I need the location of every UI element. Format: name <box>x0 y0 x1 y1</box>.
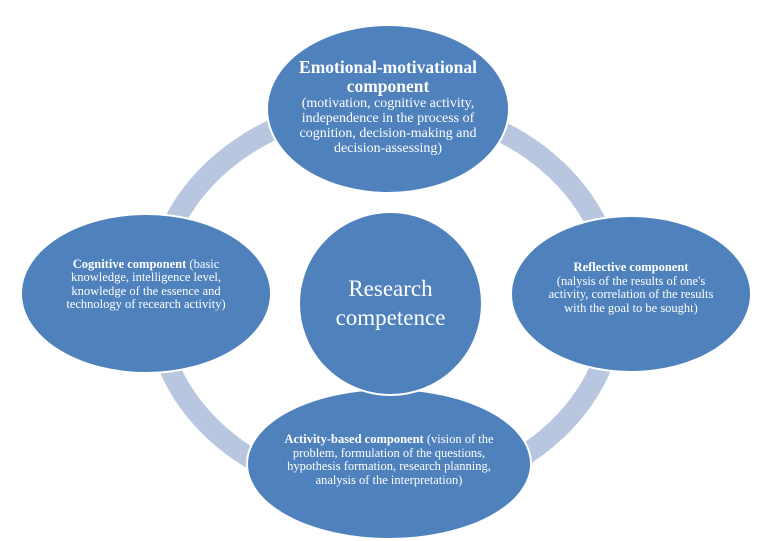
cognitive-title: Cognitive component <box>72 256 187 271</box>
research-competence-node: Research competence <box>298 211 483 396</box>
activity-based-title: Activity-based component <box>284 432 424 446</box>
activity-based-detail: (vision of the problem, formulation of t… <box>287 432 494 487</box>
research-competence-label: Research competence <box>335 275 446 330</box>
emotional-motivational-node: Emotional-motivational component (motiva… <box>266 24 510 194</box>
activity-based-node: Activity-based component (vision of the … <box>246 388 532 540</box>
emotional-motivational-detail: (motivation, cognitive activity, indepen… <box>299 96 477 157</box>
reflective-title: Reflective component <box>573 260 689 274</box>
cognitive-node: Cognitive component (basic knowledge, in… <box>20 213 272 374</box>
cognitive-detail: (basic knowledge, intelligence level, kn… <box>66 256 226 311</box>
reflective-node: Reflective component (nalysis of the res… <box>510 215 752 373</box>
emotional-motivational-title: Emotional-motivational component <box>299 56 477 96</box>
reflective-detail: (nalysis of the results of one's activit… <box>548 273 714 315</box>
